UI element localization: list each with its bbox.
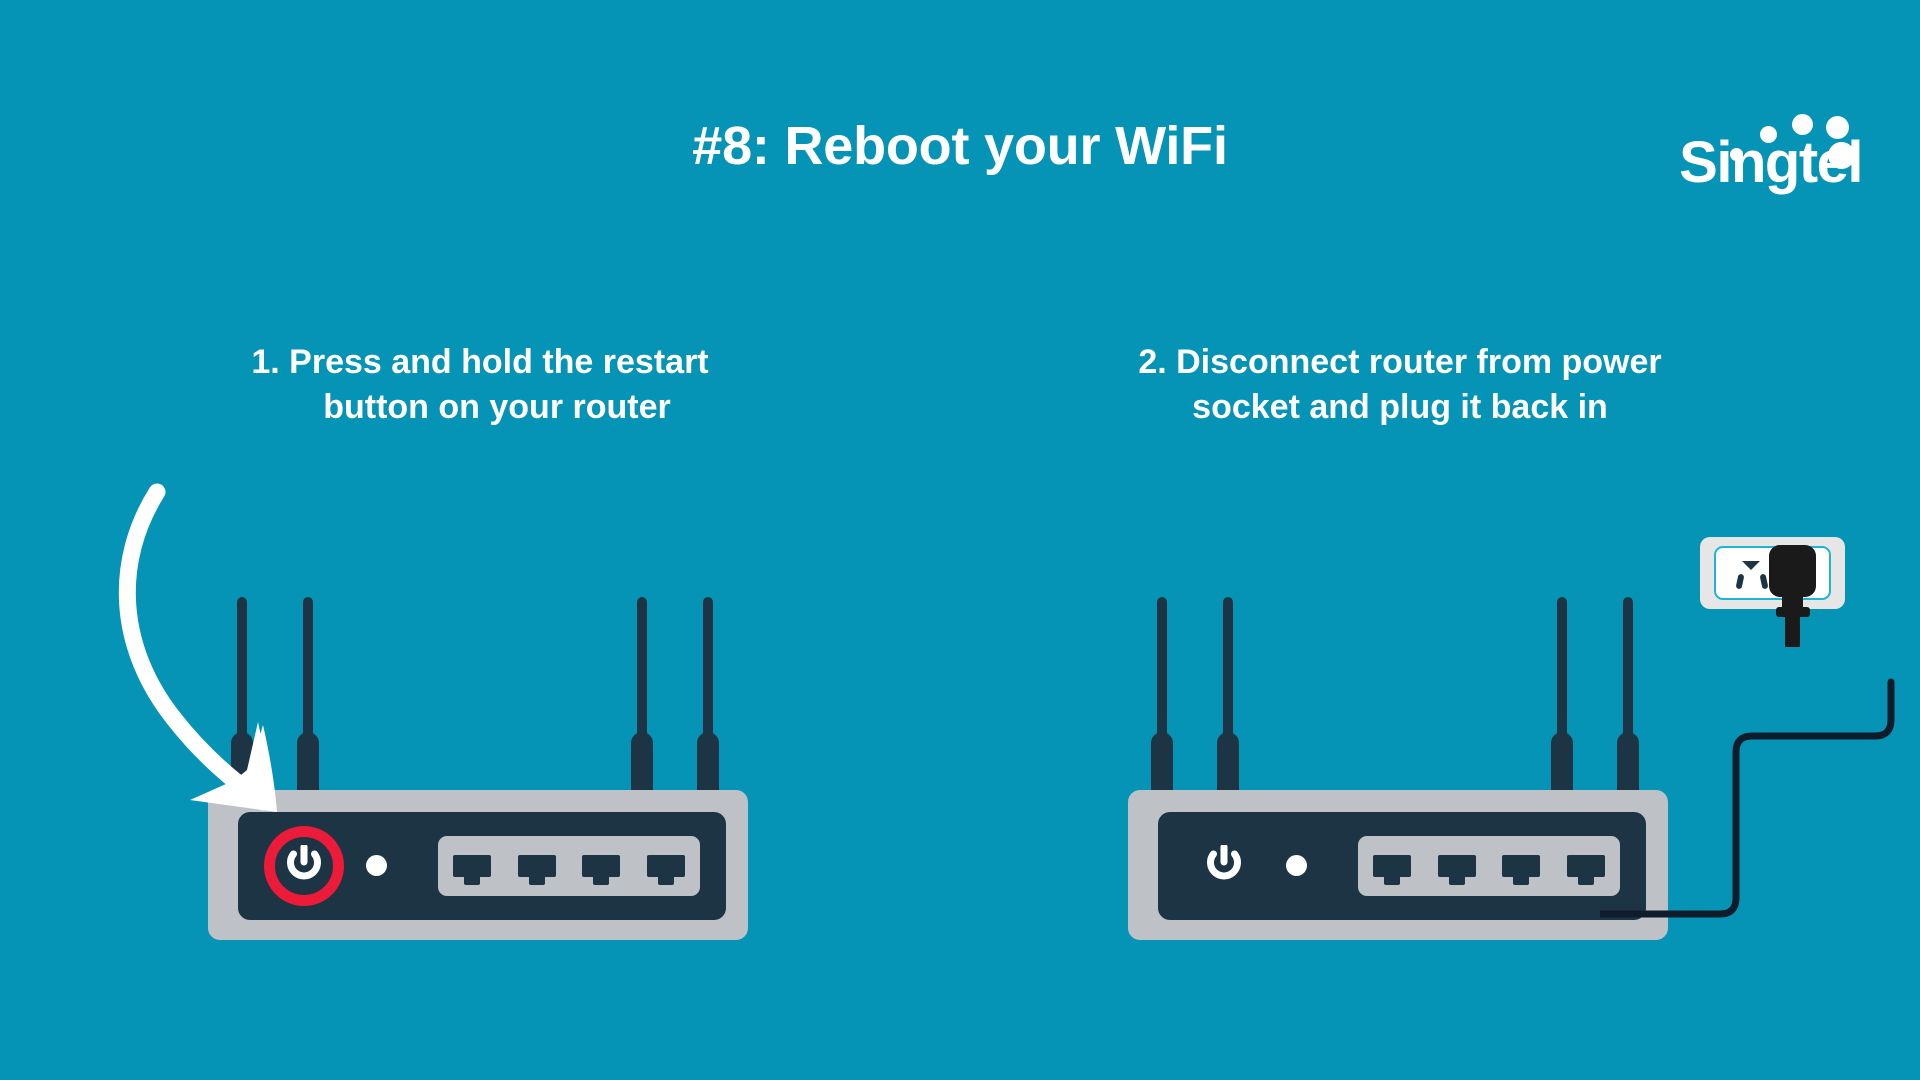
ethernet-port bbox=[453, 855, 491, 885]
logo-dot-5 bbox=[1828, 142, 1855, 169]
ethernet-port bbox=[1566, 855, 1605, 885]
antenna-rod-1 bbox=[1157, 597, 1167, 787]
router-illustration-step-2 bbox=[1110, 580, 1670, 940]
step-2-caption: 2. Disconnect router from power socket a… bbox=[1050, 340, 1750, 430]
step-1-caption-line-2: button on your router bbox=[323, 387, 671, 426]
singtel-logo: Singtel bbox=[1652, 96, 1864, 206]
antenna-base-3 bbox=[1551, 732, 1573, 792]
logo-dot-4 bbox=[1826, 116, 1849, 139]
status-led-indicator bbox=[1286, 855, 1307, 876]
antenna-rod-3 bbox=[637, 597, 647, 787]
wall-power-socket bbox=[1700, 537, 1845, 647]
router-front-panel bbox=[1158, 812, 1646, 920]
ethernet-port-panel bbox=[438, 836, 700, 896]
power-icon[interactable] bbox=[284, 845, 324, 887]
antenna-rod-2 bbox=[1223, 597, 1233, 787]
antenna-base-2 bbox=[297, 732, 319, 792]
ethernet-port bbox=[517, 855, 556, 885]
ethernet-port bbox=[1437, 855, 1476, 885]
router-body bbox=[1128, 790, 1668, 940]
status-led-indicator bbox=[366, 855, 387, 876]
antenna-base-3 bbox=[631, 732, 653, 792]
antenna-base-4 bbox=[1617, 732, 1639, 792]
logo-dot-3 bbox=[1792, 114, 1813, 135]
socket-live-hole-icon bbox=[1735, 573, 1745, 590]
page-title: #8: Reboot your WiFi bbox=[692, 116, 1228, 176]
router-front-panel bbox=[238, 812, 726, 920]
plug-cable-stem bbox=[1785, 615, 1800, 647]
power-plug[interactable] bbox=[1769, 545, 1816, 597]
singtel-wordmark: Singtel bbox=[1679, 130, 1863, 195]
ethernet-port-panel bbox=[1358, 836, 1620, 896]
antenna-base-4 bbox=[697, 732, 719, 792]
socket-neutral-hole-icon bbox=[1759, 573, 1769, 590]
antenna-base-1 bbox=[1151, 732, 1173, 792]
logo-dot-1 bbox=[1730, 148, 1743, 161]
step-1-caption: 1. Press and hold the restart button on … bbox=[130, 340, 830, 430]
step-2-caption-line-1: 2. Disconnect router from power bbox=[1138, 343, 1662, 381]
step-2-caption-line-2: socket and plug it back in bbox=[1192, 387, 1608, 426]
power-button-highlight-ring bbox=[264, 826, 344, 906]
ethernet-port bbox=[646, 855, 685, 885]
power-icon[interactable] bbox=[1204, 845, 1244, 887]
plug-cable-collar bbox=[1776, 607, 1810, 617]
antenna-rod-4 bbox=[703, 597, 713, 787]
antenna-rod-2 bbox=[303, 597, 313, 787]
ethernet-port bbox=[582, 855, 621, 885]
antenna-rod-3 bbox=[1557, 597, 1567, 787]
step-1-caption-line-1: 1. Press and hold the restart bbox=[251, 343, 709, 381]
antenna-base-1 bbox=[231, 732, 253, 792]
ethernet-port bbox=[1373, 855, 1411, 885]
antenna-base-2 bbox=[1217, 732, 1239, 792]
socket-earth-hole-icon bbox=[1742, 561, 1760, 570]
router-illustration-step-1 bbox=[190, 580, 750, 940]
logo-dot-2 bbox=[1760, 126, 1777, 143]
router-body bbox=[208, 790, 748, 940]
ethernet-port bbox=[1502, 855, 1541, 885]
